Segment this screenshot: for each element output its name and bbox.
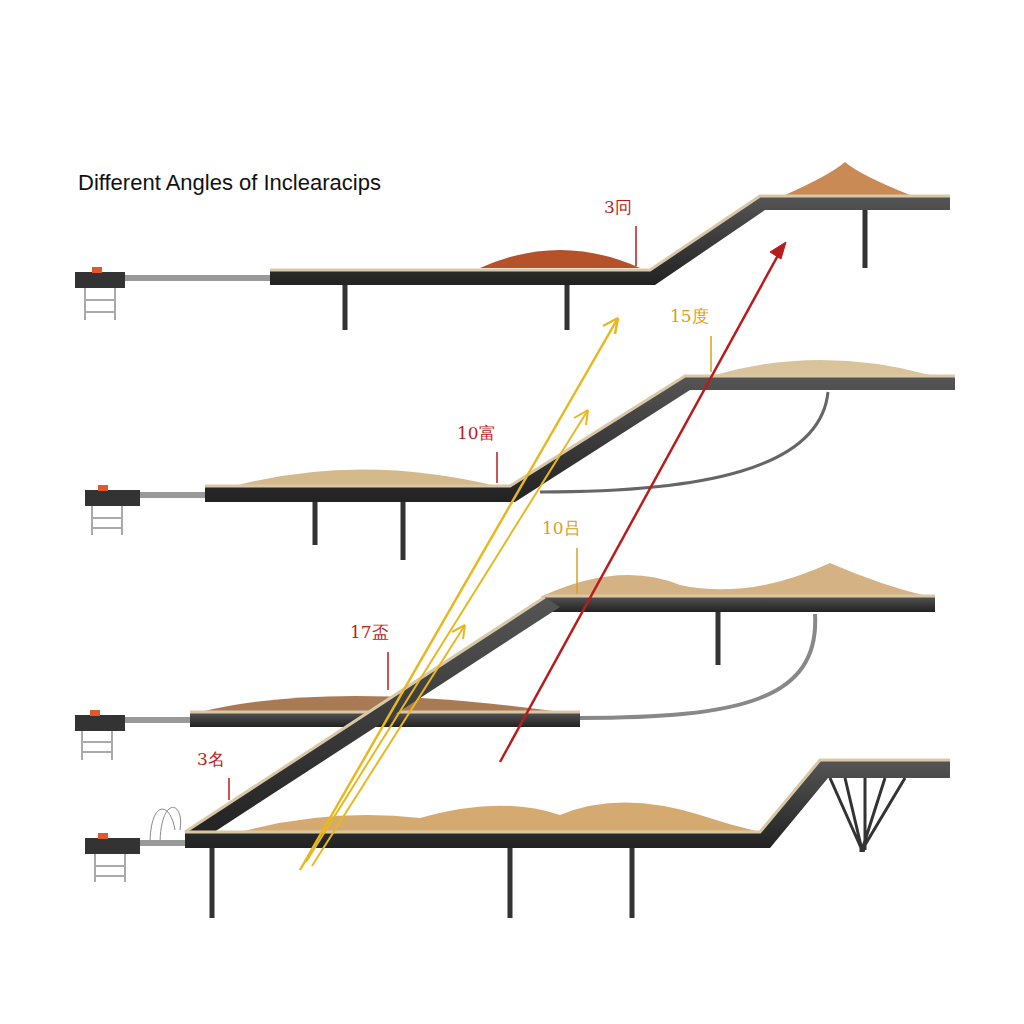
- angle-label: 10富: [456, 424, 497, 443]
- angle-label: 3名: [196, 750, 226, 769]
- conveyor-1: [75, 162, 950, 330]
- angle-label: 10吕: [541, 519, 582, 538]
- angle-label: 15度: [669, 307, 710, 326]
- conveyor-2: [85, 360, 955, 560]
- angle-label: 3冋: [603, 198, 633, 217]
- conveyor-3: [75, 563, 935, 760]
- angle-label: 17盃: [349, 623, 390, 642]
- angle-arrows: [300, 242, 786, 870]
- diagram-title: Different Angles of Inclearacips: [78, 171, 381, 195]
- conveyor-4: [85, 597, 950, 918]
- leader-lines: [229, 226, 711, 800]
